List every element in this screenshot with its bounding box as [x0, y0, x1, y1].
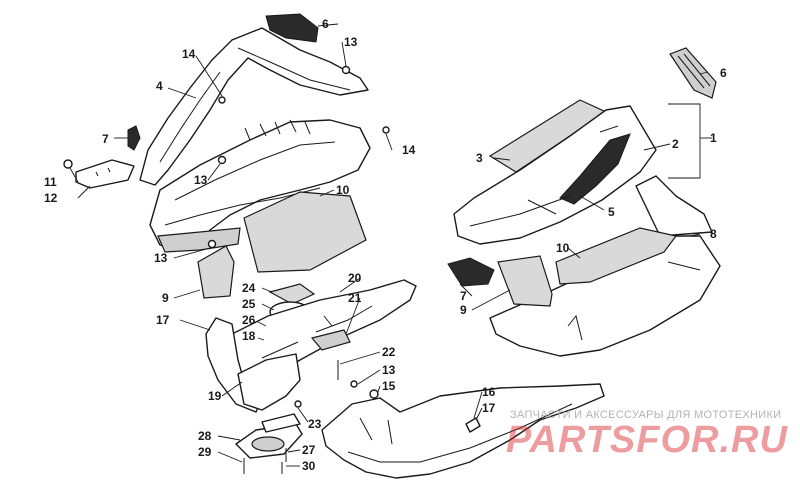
callout-11: 11 [44, 175, 57, 189]
watermark-brand: PARTSFOR.RU [506, 419, 788, 461]
callout-29: 29 [198, 445, 212, 459]
part-28-opening [251, 436, 285, 452]
hood-panel [139, 27, 369, 186]
callout-26: 26 [242, 313, 256, 327]
nose-panel-assembly [63, 13, 390, 299]
callout-7: 7 [460, 289, 467, 303]
callout-18: 18 [242, 329, 256, 343]
part-8-top-flange [635, 175, 713, 237]
callout-21: 21 [348, 291, 362, 305]
callout-10: 10 [336, 183, 350, 197]
part-12-bracket [75, 159, 135, 189]
leader-lines [69, 23, 712, 467]
callout-23: 23 [308, 417, 322, 431]
callout-labels: 6 13 14 4 7 14 11 12 13 10 13 9 6 1 2 3 … [44, 17, 727, 473]
belly-pan-assembly [205, 279, 417, 474]
callout-13: 13 [194, 173, 208, 187]
callout-8: 8 [710, 227, 717, 241]
skid-tray-detail [347, 403, 573, 463]
part-23-fastener [294, 400, 302, 408]
callout-13: 13 [154, 251, 168, 265]
callout-28: 28 [198, 429, 212, 443]
watermark-caption: ЗАПЧАСТИ И АКСЕССУАРЫ ДЛЯ МОТОТЕХНИКИ [510, 409, 781, 421]
nose-vents [244, 119, 311, 141]
part-9-foam-right [497, 255, 553, 307]
side-panel-detail [469, 125, 619, 227]
callout-3: 3 [476, 151, 483, 165]
skid-tray [321, 383, 605, 479]
part-24-pad [268, 283, 316, 305]
callout-2: 2 [672, 137, 679, 151]
callout-27: 27 [302, 443, 316, 457]
part-13-fastener-b [217, 155, 227, 165]
callout-15: 15 [382, 379, 396, 393]
callout-4: 4 [156, 79, 163, 93]
callout-17: 17 [482, 401, 496, 415]
part-14-fastener-b [382, 126, 390, 134]
callout-25: 25 [242, 297, 256, 311]
callout-7: 7 [102, 132, 109, 146]
hood-edge-detail [159, 47, 351, 163]
part-6-right [669, 47, 717, 99]
callout-12: 12 [44, 191, 58, 205]
callout-6: 6 [322, 17, 329, 31]
callout-20: 20 [348, 271, 362, 285]
nose-lower-trim [157, 227, 241, 253]
callout-19: 19 [208, 389, 222, 403]
part-28-stem [261, 413, 301, 433]
console-detail [261, 305, 373, 359]
part-16-clip [465, 417, 481, 433]
side-panel-graphic [559, 133, 631, 205]
part-10-foam-right [555, 227, 678, 285]
side-panel-assembly [447, 47, 721, 357]
callout-30: 30 [302, 459, 316, 473]
part-6-right-grid [677, 53, 711, 89]
part-7-vent [447, 257, 495, 287]
callout-9: 9 [460, 303, 467, 317]
callout-17: 17 [156, 313, 170, 327]
part-2-side-panel [453, 105, 657, 245]
part-7-mirror [127, 125, 141, 151]
part-9-foam-left [197, 245, 235, 299]
part-11-screw [63, 159, 73, 169]
callout-9: 9 [162, 291, 169, 305]
part-6-grille [265, 13, 319, 43]
callout-6: 6 [720, 66, 727, 80]
callout-14: 14 [402, 143, 416, 157]
skid-tray-assembly [321, 383, 605, 479]
callout-1: 1 [710, 131, 717, 145]
callout-14: 14 [182, 47, 196, 61]
callout-24: 24 [242, 281, 256, 295]
callout-13: 13 [382, 363, 396, 377]
part-21-trim [310, 329, 351, 351]
watermark: ЗАПЧАСТИ И АКСЕССУАРЫ ДЛЯ МОТОТЕХНИКИ PA… [506, 409, 788, 461]
callout-13: 13 [344, 35, 358, 49]
part-13-fastener-c [207, 239, 217, 249]
part-10-foam-left [243, 191, 367, 273]
callout-10: 10 [556, 241, 570, 255]
part-13-fastener-a [341, 65, 351, 75]
console-lower [237, 353, 301, 411]
part-13-fastener-d [350, 380, 358, 388]
part-15-fastener [369, 389, 379, 399]
part-14-fastener-a [218, 96, 226, 104]
callout-5: 5 [608, 205, 615, 219]
part-12-holes [95, 167, 111, 177]
callout-16: 16 [482, 385, 496, 399]
callout-22: 22 [382, 345, 396, 359]
